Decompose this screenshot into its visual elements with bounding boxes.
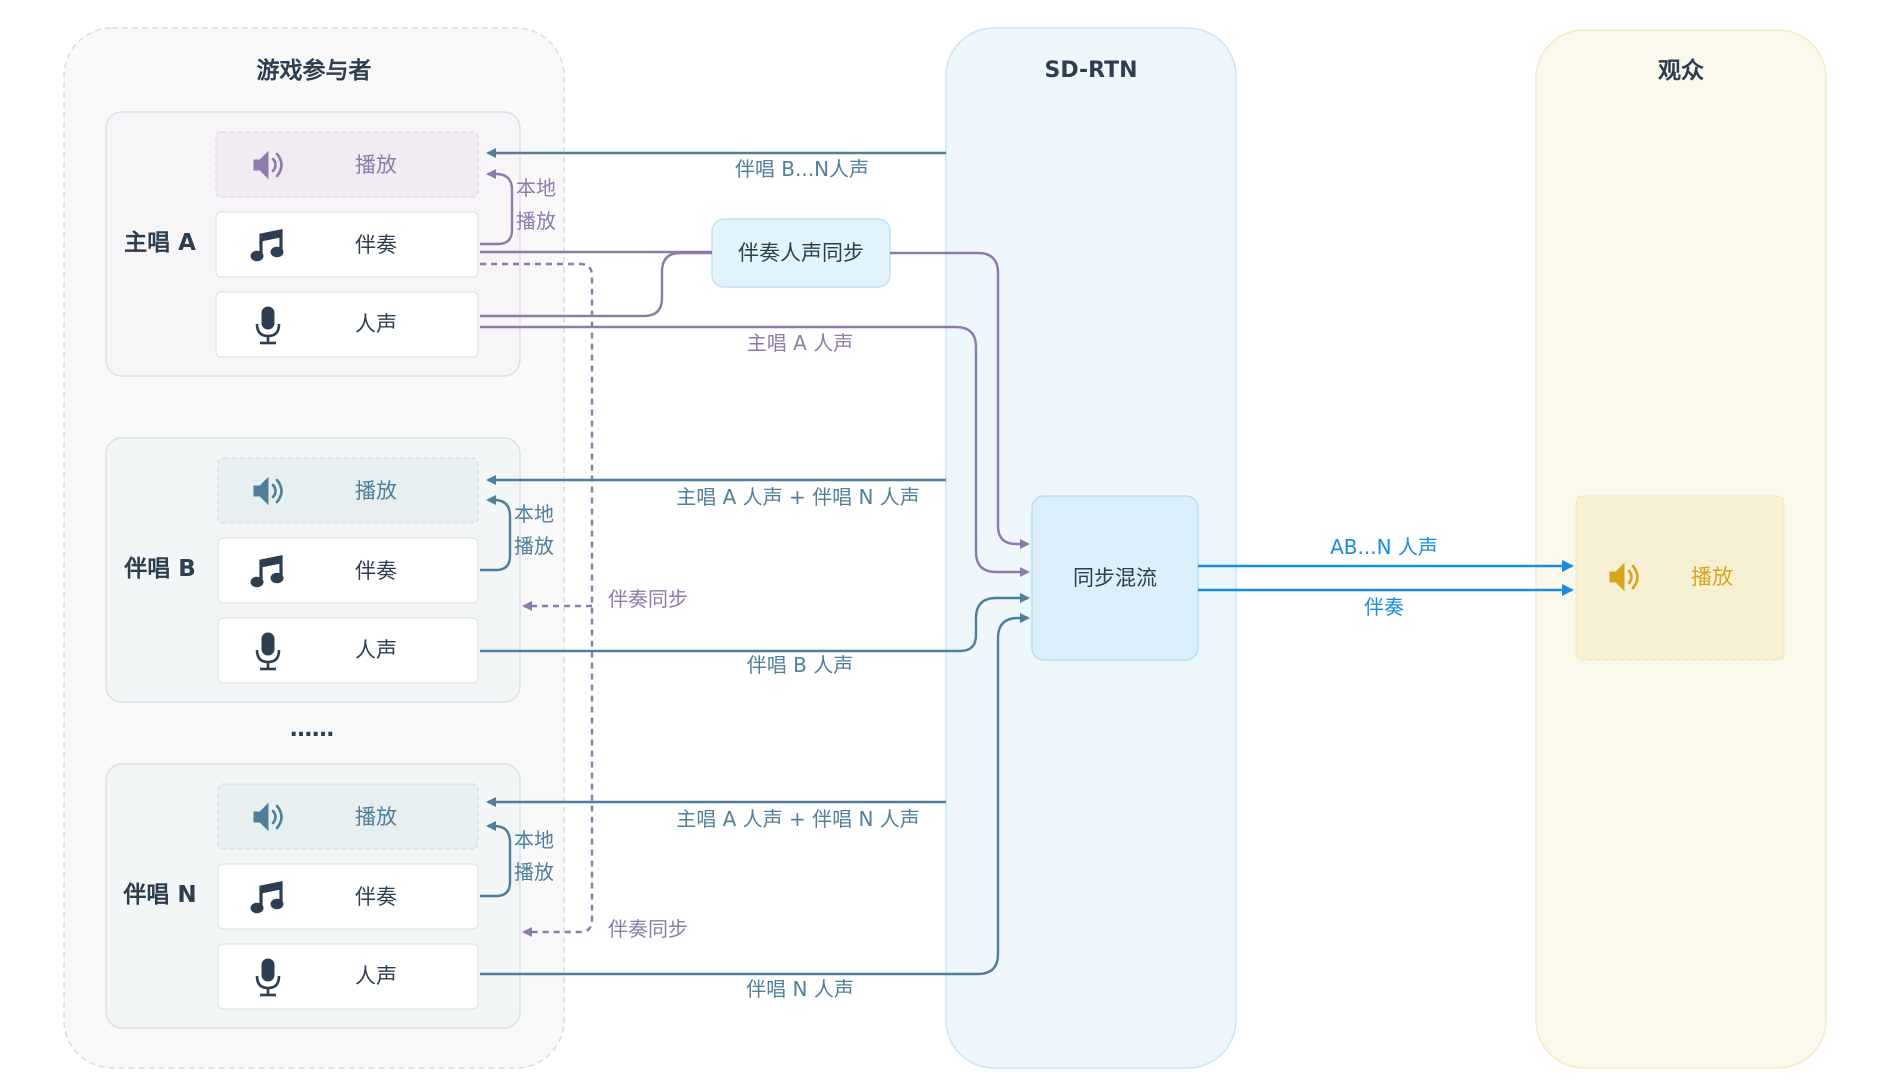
play-row (215, 131, 479, 198)
edge-to-b-label: 主唱 A 人声 + 伴唱 N 人声 (676, 485, 920, 509)
mix-box-label: 同步混流 (1073, 566, 1157, 590)
accompaniment-row (217, 863, 479, 930)
play-row (217, 783, 479, 850)
vocal-label: 人声 (355, 638, 397, 662)
group-chorus-n: 伴唱 N 播放 伴奏 人声 本地 播放 (105, 763, 554, 1029)
vocal-row (215, 291, 479, 358)
local-play-arrow (480, 169, 514, 246)
edge-to-a-label: 伴唱 B...N人声 (735, 157, 869, 181)
group-chorus-b: 伴唱 B 播放 伴奏 人声 本地 播放 (105, 437, 554, 703)
group-ellipsis: …… (290, 717, 334, 742)
local-play-arrow (480, 495, 512, 572)
local-play-label: 播放 (516, 209, 556, 233)
group-title: 主唱 A (124, 230, 196, 256)
vocal-label: 人声 (355, 964, 397, 988)
edge-sync-b-label: 伴奏同步 (608, 587, 688, 611)
edge-a-vocal-to-sync (480, 251, 712, 318)
play-label: 播放 (355, 153, 397, 177)
play-label: 播放 (355, 805, 397, 829)
vocal-label: 人声 (355, 312, 397, 336)
edge-n-vocal-to-mix (480, 613, 1030, 976)
edge-vocal-b-label: 伴唱 B 人声 (747, 653, 853, 677)
participants-title: 游戏参与者 (257, 57, 372, 84)
accompaniment-row (215, 211, 479, 278)
play-label: 播放 (355, 479, 397, 503)
vocal-row (217, 943, 479, 1010)
accompaniment-row (217, 537, 479, 604)
local-play-label: 播放 (514, 534, 554, 558)
accompaniment-label: 伴奏 (355, 885, 397, 909)
edge-to-n-label: 主唱 A 人声 + 伴唱 N 人声 (676, 807, 920, 831)
sync-box-label: 伴奏人声同步 (738, 241, 864, 265)
edge-b-vocal-to-mix (480, 593, 1030, 653)
audience-title: 观众 (1658, 58, 1704, 84)
accompaniment-label: 伴奏 (355, 233, 397, 257)
audience-play-box (1575, 495, 1785, 661)
mix-box (1031, 495, 1199, 661)
group-lead-a: 主唱 A 播放 伴奏 人声 本地 播放 (105, 111, 556, 377)
group-title: 伴唱 B (123, 556, 196, 582)
network-title: SD-RTN (1044, 58, 1137, 83)
edge-out-accompaniment-label: 伴奏 (1364, 595, 1404, 619)
local-play-label: 本地 (514, 502, 554, 526)
local-play-label: 本地 (516, 176, 556, 200)
local-play-label: 播放 (514, 860, 554, 884)
edge-a-vocal-to-mix (480, 325, 1030, 577)
edge-sync-to-mix (890, 251, 1030, 549)
accompaniment-label: 伴奏 (355, 559, 397, 583)
audience-play-label: 播放 (1691, 565, 1733, 589)
vocal-row (217, 617, 479, 684)
edge-vocal-n-label: 伴唱 N 人声 (746, 977, 854, 1001)
edge-out-vocal-label: AB...N 人声 (1330, 535, 1438, 559)
edge-sync-n-label: 伴奏同步 (608, 917, 688, 941)
play-row (217, 457, 479, 524)
group-title: 伴唱 N (122, 882, 196, 908)
edge-accomp-sync-dashed (480, 262, 594, 937)
local-play-arrow (480, 821, 512, 898)
edge-lead-vocal-label: 主唱 A 人声 (747, 331, 853, 355)
local-play-label: 本地 (514, 828, 554, 852)
